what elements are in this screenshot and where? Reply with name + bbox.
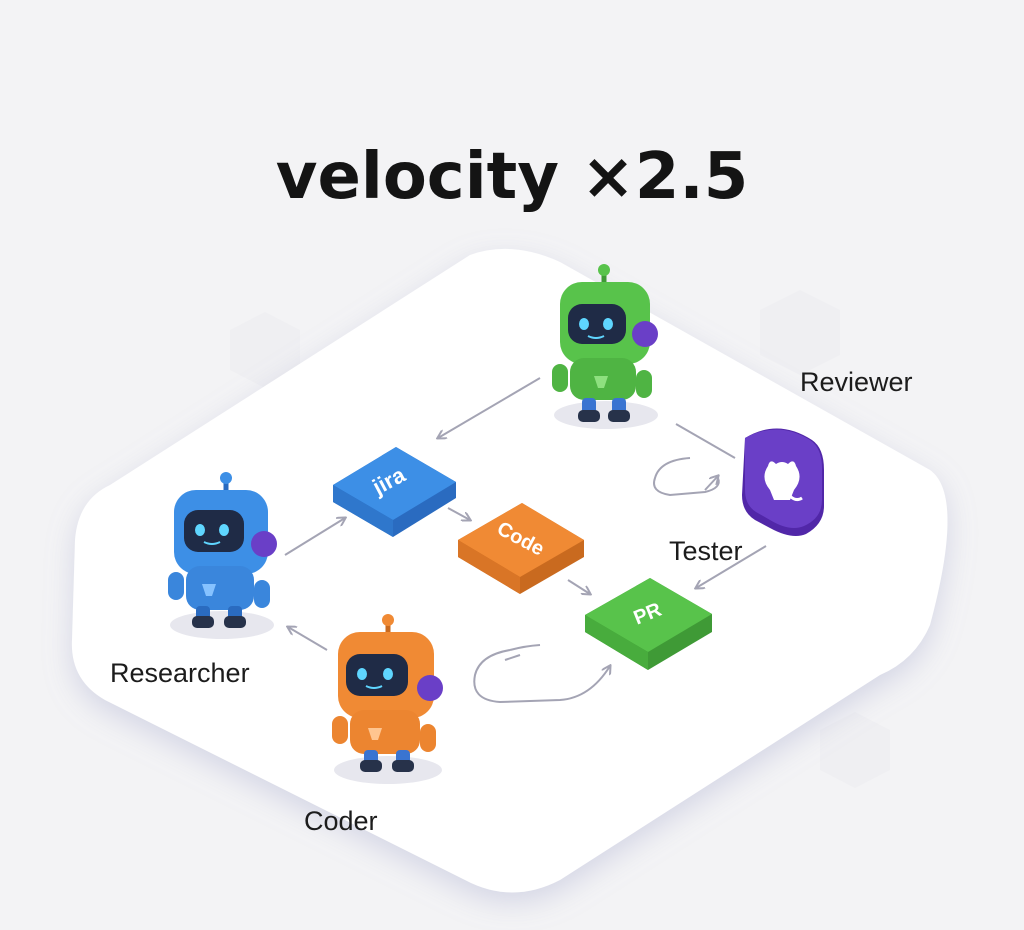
loop-icon-bottom (473, 649, 610, 704)
arrow-tester-to-jira (438, 377, 541, 438)
bg-hexagon (820, 712, 890, 788)
bg-hexagon (760, 290, 840, 375)
pr-block (585, 578, 712, 670)
coder-label: Coder (304, 806, 378, 836)
arrow-to-reviewer (675, 423, 736, 459)
arrow-researcher-to-jira (284, 518, 345, 556)
flow-arrows (284, 377, 767, 704)
arrow-coder-to-researcher (288, 627, 328, 651)
arrow-jira-to-code (447, 507, 470, 520)
arrow-code-to-pr (567, 579, 590, 594)
reviewer-label: Reviewer (800, 367, 913, 397)
code-block (458, 503, 584, 594)
tester-label: Tester (669, 536, 743, 566)
bg-hexagon (230, 312, 300, 388)
jira-block (333, 447, 456, 537)
tester-robot (552, 264, 658, 429)
researcher-label: Researcher (110, 658, 250, 688)
loop-icon-top (653, 457, 720, 497)
arrow-tester-to-pr (696, 545, 767, 588)
page-title: velocity ×2.5 (275, 140, 749, 214)
researcher-robot (168, 472, 277, 639)
reviewer-github-icon (742, 428, 824, 536)
coder-robot (332, 614, 443, 784)
